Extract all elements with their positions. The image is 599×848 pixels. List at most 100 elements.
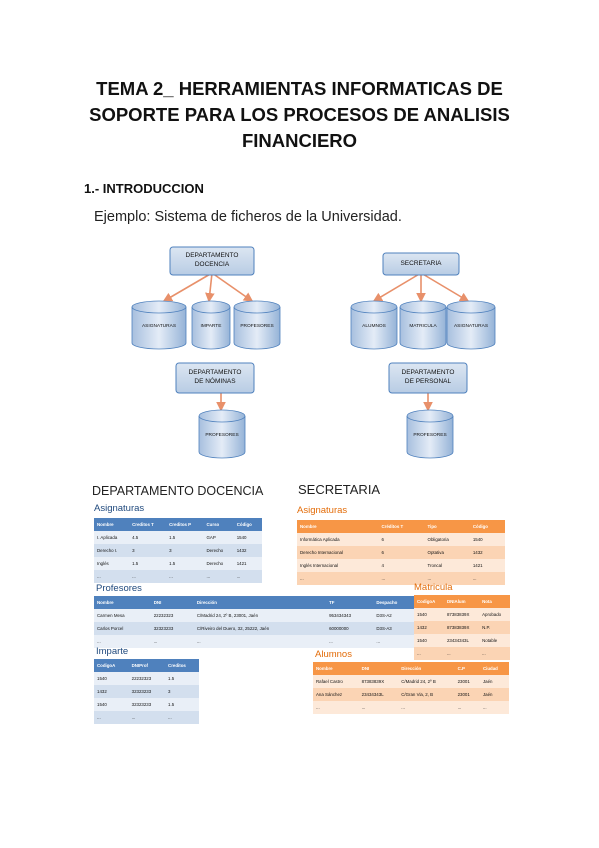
title-line: FINANCIERO: [241, 130, 358, 151]
column-header: Nota: [479, 595, 510, 608]
box-label: DEPARTAMENTO: [188, 369, 242, 376]
column-header: Nombre: [313, 662, 359, 675]
column-header: Dirección: [398, 662, 455, 675]
box-dept-docencia: DEPARTAMENTO DOCENCIA: [170, 251, 254, 269]
column-header: C.P: [454, 662, 480, 675]
box-secretaria: SECRETARIA: [400, 260, 442, 267]
table-cell: Aprobado: [479, 608, 510, 621]
table-cell: ...: [443, 647, 480, 660]
db-profesores: PROFESORES: [240, 324, 274, 329]
table-cell: GAP: [203, 531, 234, 544]
table-cell: ...: [128, 711, 166, 724]
table-cell: Inglés Internacional: [297, 559, 379, 572]
table-row: ...............: [94, 635, 419, 648]
table-cell: 1540: [414, 608, 444, 621]
caption-alumnos: Alumnos: [315, 649, 352, 660]
table-cell: 23434343L: [443, 634, 480, 647]
table-cell: 4.5: [129, 531, 167, 544]
column-header: Creditos P: [166, 518, 204, 531]
table-cell: 22232323: [150, 609, 194, 622]
table-cell: ...: [378, 572, 425, 585]
table-profesores: Nombre DNI Dirección TF Despacho Carmen …: [94, 596, 419, 648]
table-cell: 32323233: [150, 622, 194, 635]
column-header: DNIProf: [128, 659, 166, 672]
table-cell: 1.5: [166, 531, 204, 544]
table-cell: ...: [398, 701, 455, 714]
table-cell: ...: [94, 570, 130, 583]
column-header: Curso: [203, 518, 234, 531]
table-cell: Carmen Mesa: [94, 609, 151, 622]
table-cell: 22232323: [128, 672, 166, 685]
table-cell: 1432: [233, 544, 262, 557]
table-row: ...............: [94, 570, 262, 583]
column-header: Código: [233, 518, 262, 531]
title-line: TEMA 2_ HERRAMIENTAS INFORMATICAS DE: [96, 78, 503, 99]
document-title: TEMA 2_ HERRAMIENTAS INFORMATICAS DE SOP…: [60, 76, 539, 154]
table-cell: ...: [297, 572, 379, 585]
table-cell: 1.5: [165, 672, 199, 685]
table-cell: Derecho: [203, 544, 234, 557]
secretaria-heading: SECRETARIA: [298, 482, 381, 497]
db-profesores-nominas: PROFESORES: [205, 433, 239, 438]
column-header: Nombre: [297, 520, 379, 533]
table-cell: 6: [378, 533, 425, 546]
table-cell: 1540: [94, 672, 129, 685]
table-cell: Inglés: [94, 557, 130, 570]
table-cell: 1432: [414, 621, 444, 634]
table-cell: Derecho I.: [94, 544, 130, 557]
table-cell: ...: [479, 647, 510, 660]
table-row: .........: [94, 711, 199, 724]
column-header: DNIAlum: [443, 595, 480, 608]
table-cell: 1432: [469, 546, 505, 559]
table-cell: 1421: [233, 557, 262, 570]
table-cell: 1540: [94, 698, 129, 711]
table-cell: 23001: [454, 688, 480, 701]
table-cell: Derecho: [203, 557, 234, 570]
box-label: DEPARTAMENTO: [401, 369, 455, 376]
table-cell: Jaén: [479, 675, 509, 688]
table-cell: C/Gran Via, 2, B: [398, 688, 455, 701]
column-header: DNI: [150, 596, 194, 609]
caption-imparte: Imparte: [96, 646, 129, 657]
table-cell: 32323233: [128, 685, 166, 698]
table-cell: ...: [94, 711, 129, 724]
table-cell: ...: [129, 570, 167, 583]
table-cell: D3S-A3: [373, 622, 419, 635]
column-header: Código: [469, 520, 505, 533]
table-cell: Troncal: [424, 559, 470, 572]
db-profesores-personal: PROFESORES: [413, 433, 447, 438]
table-cell: 1.5: [129, 557, 167, 570]
table-cell: Optativa: [424, 546, 470, 559]
column-header: Dirección: [193, 596, 327, 609]
table-cell: ...: [166, 570, 204, 583]
table-row: .........: [414, 647, 510, 660]
diagram-figure: Ejemplo: Sistema de ficheros de la Unive…: [84, 203, 514, 724]
column-header: TF: [326, 596, 374, 609]
table-cell: 1540: [233, 531, 262, 544]
table-cell: ...: [373, 635, 419, 648]
file-system-diagram: [131, 246, 496, 459]
db-asignaturas: ASIGNATURAS: [141, 324, 177, 329]
table-cell: ...: [479, 701, 509, 714]
db-imparte: IMPARTE: [200, 324, 222, 329]
box-label: DE PERSONAL: [404, 378, 452, 385]
table-cell: 1421: [469, 559, 505, 572]
db-asignaturas-secretaria: ASIGNATURAS: [453, 324, 489, 329]
column-header: Tipo: [424, 520, 470, 533]
column-header: Creditos: [165, 659, 199, 672]
